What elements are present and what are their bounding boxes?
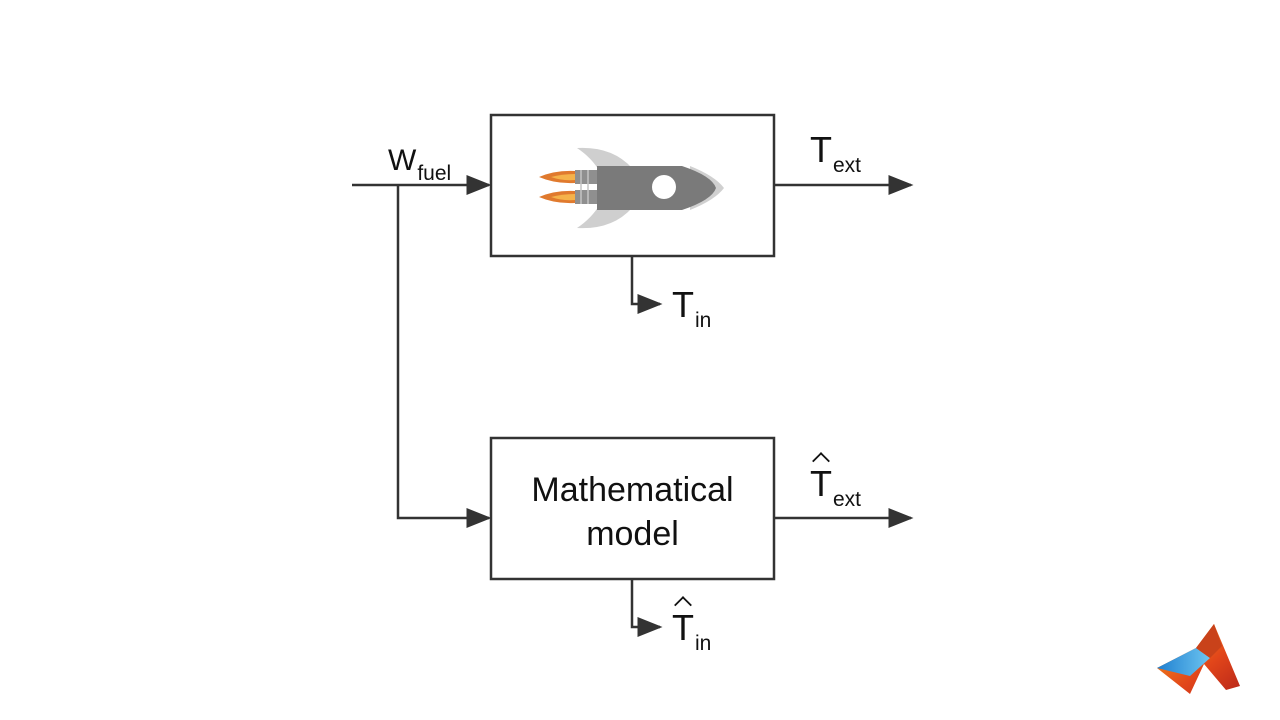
output-text-hat-label: Text (810, 463, 861, 511)
output-tin-hat-label: Tin (672, 607, 711, 655)
tin-main: T (672, 284, 694, 325)
output-text-label: Text (810, 129, 861, 177)
model-label-line2: model (586, 515, 679, 553)
model-label-line1: Mathematical (531, 471, 734, 509)
text-hat-subscript: ext (833, 488, 862, 511)
tin-hat-subscript: in (695, 632, 712, 655)
wfuel-subscript: fuel (417, 162, 452, 185)
text-hat-main: T (810, 463, 832, 504)
text-main: T (810, 129, 832, 170)
wfuel-main: W (388, 144, 417, 177)
matlab-logo-icon (1157, 624, 1240, 694)
model-block (489, 436, 776, 581)
output-tin-hat-line (630, 579, 663, 637)
output-tin-line (630, 256, 663, 314)
tin-subscript: in (695, 309, 712, 332)
model-block-label: Mathematical model (491, 468, 774, 556)
rocket-icon (539, 147, 724, 229)
tin-hat-main: T (672, 607, 694, 648)
output-tin-label: Tin (672, 284, 711, 332)
text-subscript: ext (833, 154, 862, 177)
input-wfuel-label: Wfuel (388, 140, 451, 185)
input-branch-line (396, 185, 492, 528)
